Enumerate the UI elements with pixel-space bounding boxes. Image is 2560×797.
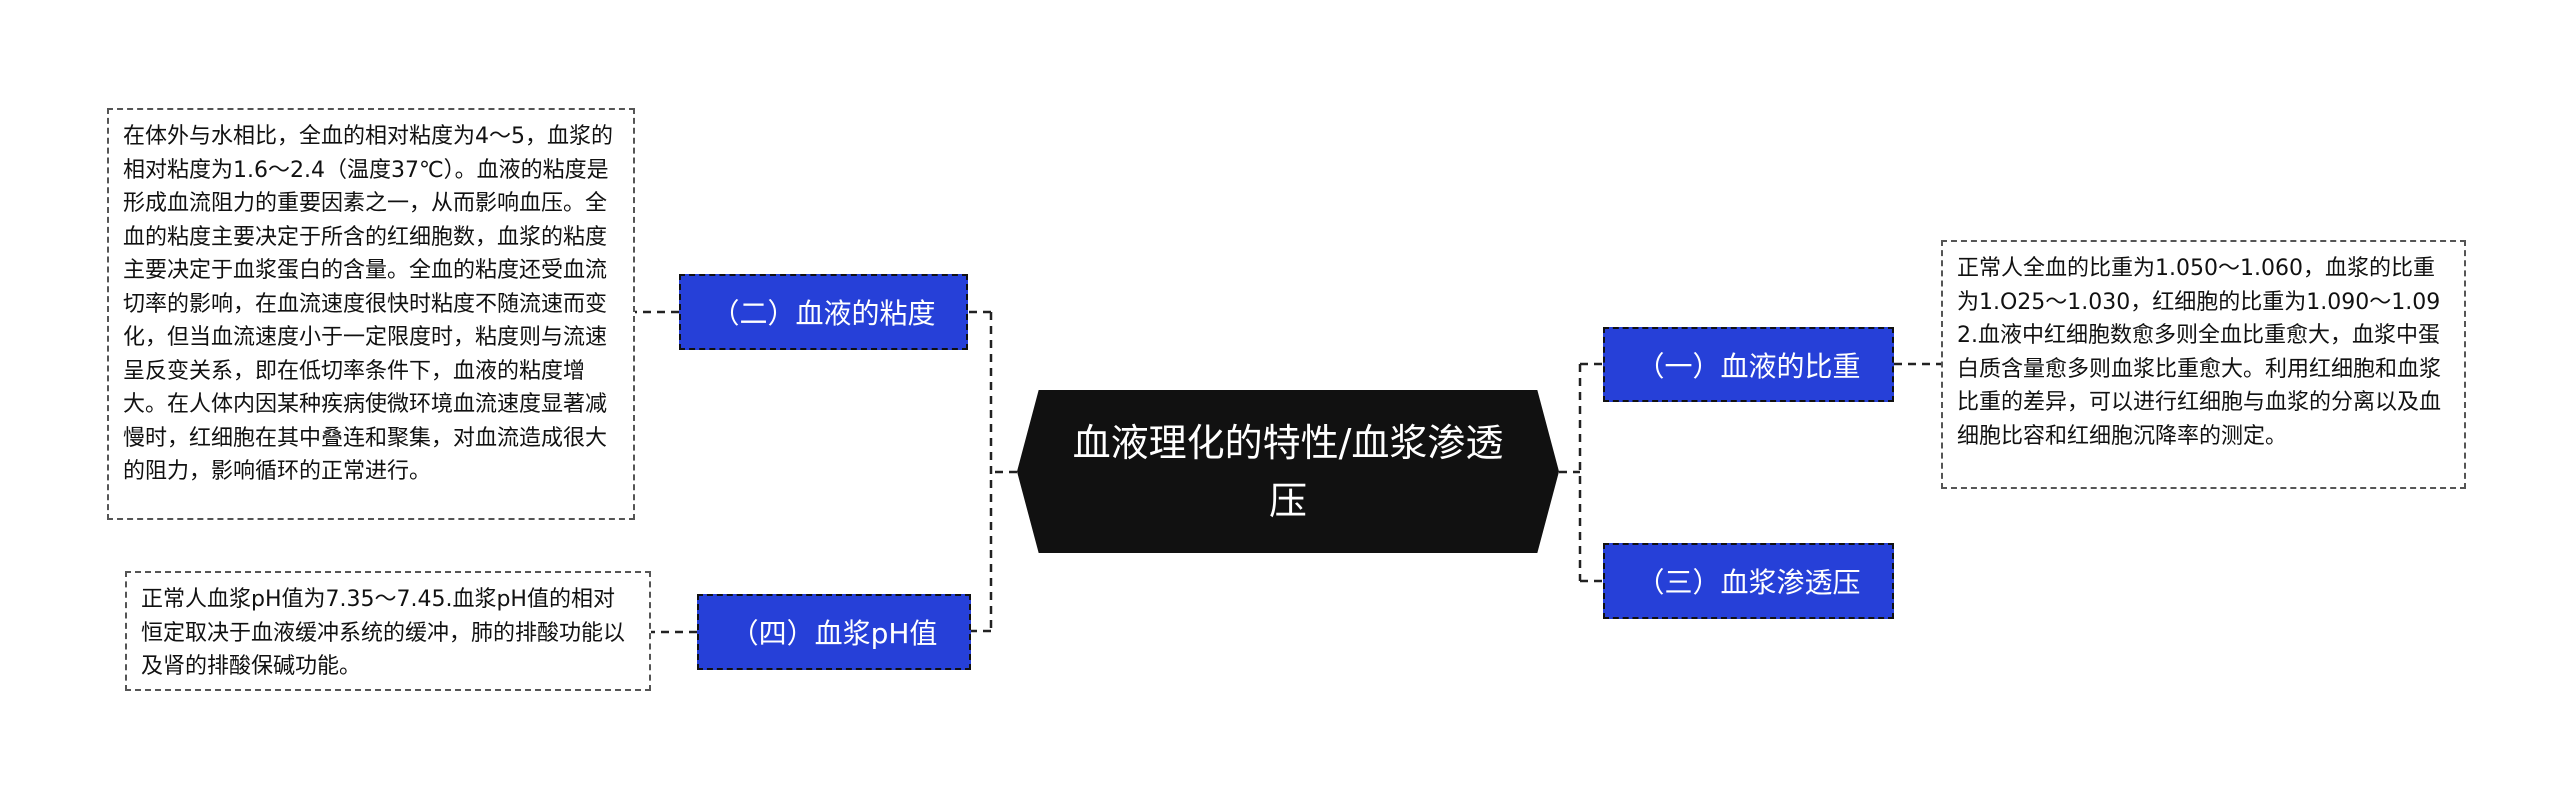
- note-text: 正常人全血的比重为1.050～1.060，血浆的比重为1.O25～1.030，红…: [1957, 256, 2442, 449]
- topic-label: （二）血液的粘度: [711, 297, 936, 330]
- topic-plasma-osmotic-pressure[interactable]: （三）血浆渗透压: [1603, 543, 1894, 619]
- topic-plasma-ph[interactable]: （四）血浆pH值: [697, 594, 971, 670]
- note-viscosity: 在体外与水相比，全血的相对粘度为4～5，血浆的相对粘度为1.6～2.4（温度37…: [107, 108, 635, 520]
- note-text: 正常人血浆pH值为7.35～7.45.血浆pH值的相对恒定取决于血液缓冲系统的缓…: [141, 587, 626, 679]
- topic-label: （三）血浆渗透压: [1636, 566, 1861, 599]
- topic-label: （一）血液的比重: [1636, 349, 1861, 383]
- topic-label: （四）血浆pH值: [730, 617, 938, 650]
- topic-blood-viscosity[interactable]: （二）血液的粘度: [679, 274, 968, 350]
- central-topic[interactable]: 血液理化的特性/血浆渗透压: [1017, 390, 1559, 553]
- note-text: 在体外与水相比，全血的相对粘度为4～5，血浆的相对粘度为1.6～2.4（温度37…: [123, 124, 613, 484]
- central-topic-title: 血液理化的特性/血浆渗透压: [1072, 420, 1504, 523]
- note-ph: 正常人血浆pH值为7.35～7.45.血浆pH值的相对恒定取决于血液缓冲系统的缓…: [125, 571, 651, 691]
- topic-specific-gravity[interactable]: （一）血液的比重: [1603, 327, 1894, 402]
- note-specific-gravity: 正常人全血的比重为1.050～1.060，血浆的比重为1.O25～1.030，红…: [1941, 240, 2466, 489]
